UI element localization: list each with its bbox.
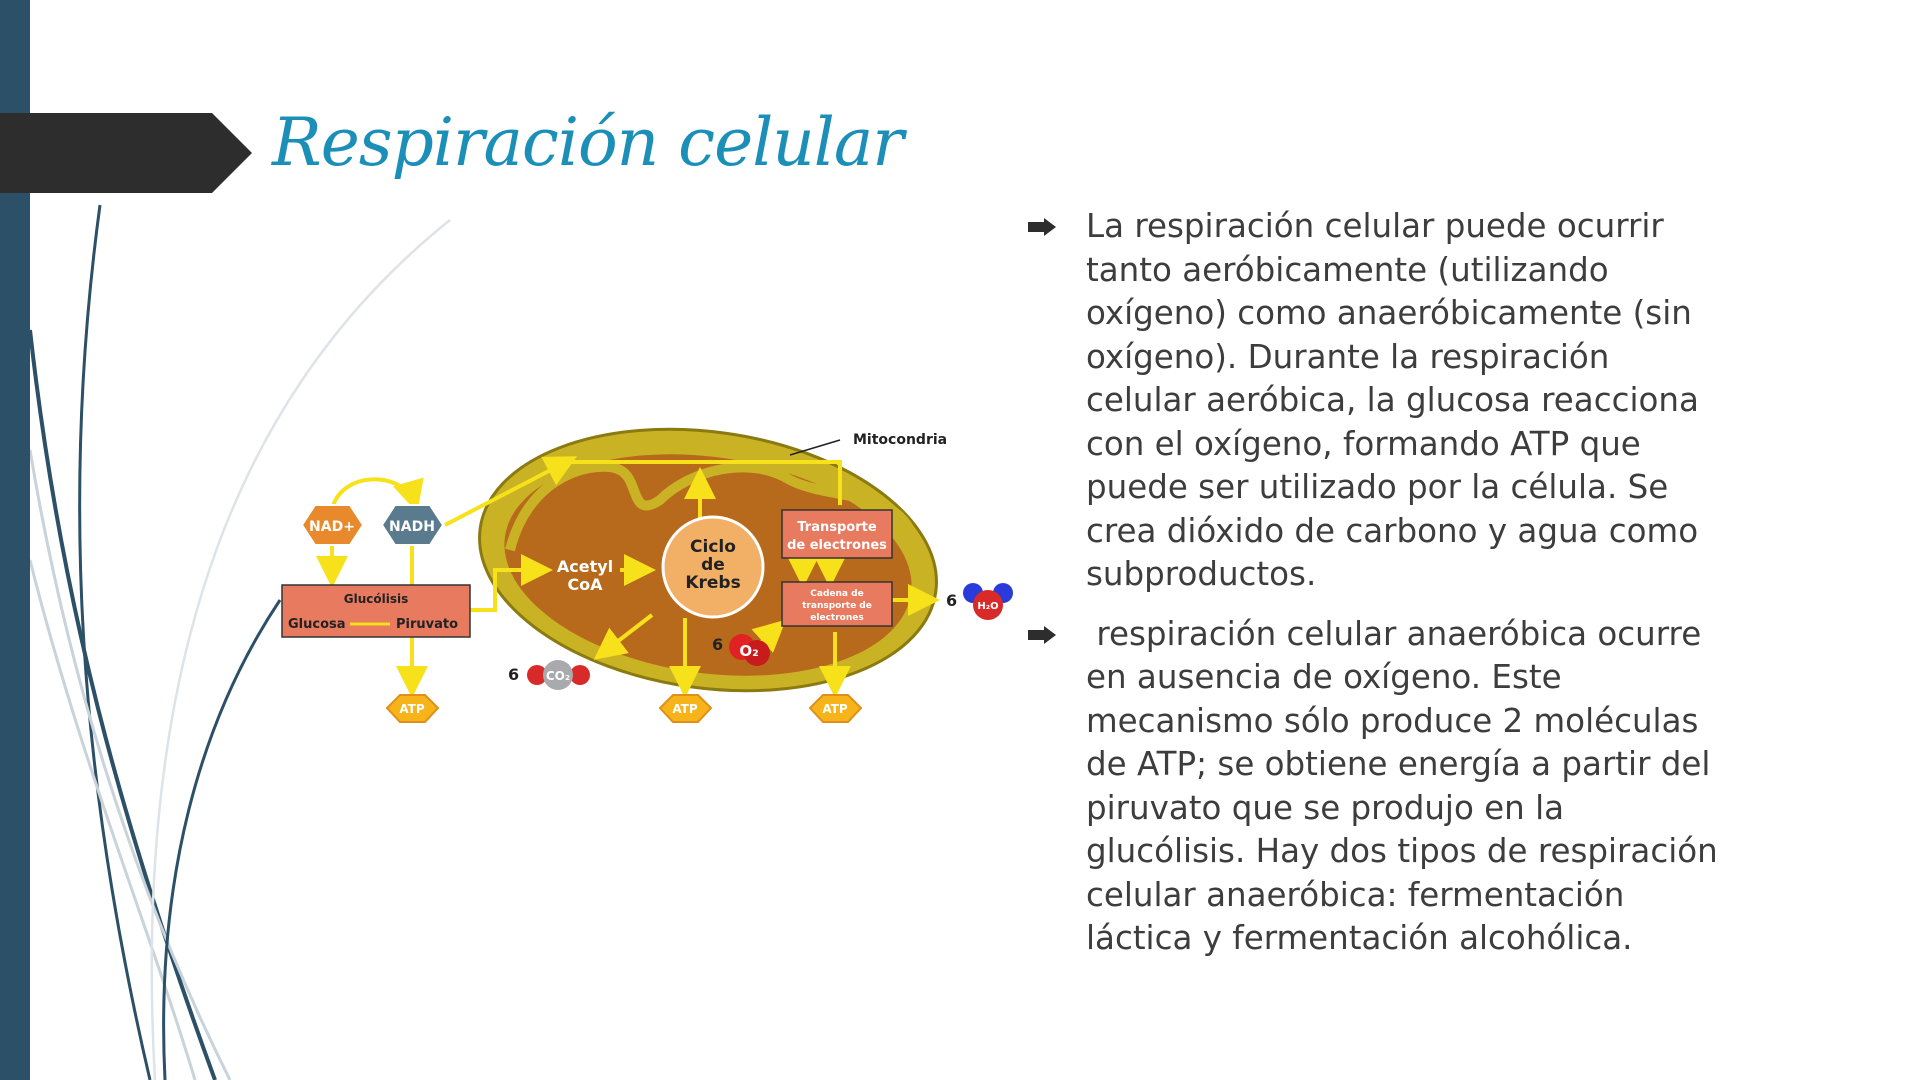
bullet-line: crea dióxido de carbono y agua como [1086,511,1699,550]
bullet-line: tanto aeróbicamente (utilizando [1086,250,1609,289]
o2-label: O₂ [739,642,758,660]
bullet-line: celular aeróbica, la glucosa reacciona [1086,381,1699,419]
arrow-right-icon [1028,218,1056,236]
slide-title: Respiración celular [272,104,904,181]
atp-label-1: ATP [399,702,425,716]
mitocondria-label: Mitocondria [853,432,947,448]
bullet-line: subproductos. [1086,555,1317,593]
transporte-box: Transporte de electrones [781,509,893,559]
cadena-label-1: Cadena de [810,589,863,599]
bullet-anaerobic: respiración celular anaeróbica ocurre en… [1028,613,1748,961]
bullet-line: oxígeno). Durante la respiración [1086,337,1610,376]
transporte-label-2: de electrones [787,538,887,553]
krebs-label-2: de [701,555,725,575]
bullet-line: en ausencia de oxígeno. Este [1086,658,1562,696]
bullet-line: piruvato que se produjo en la [1086,788,1565,827]
nad-plus-label: NAD+ [309,519,355,535]
krebs-label-3: Krebs [685,573,740,593]
atp-label-2: ATP [672,702,698,716]
cellular-respiration-diagram: Mitocondria NAD+ NADH Glucólisis Glucosa… [281,427,1013,723]
co2-molecule: 6 CO₂ [508,660,590,690]
cadena-box: Cadena de transporte de electrones [781,581,893,627]
cadena-label-3: electrones [810,613,863,623]
co2-label: CO₂ [546,669,570,683]
decorative-curves [28,204,451,1080]
bullet-line: oxígeno) como anaeróbicamente (sin [1086,294,1692,332]
h2o-molecule: 6 H₂O [946,583,1013,620]
transporte-label-1: Transporte [797,520,876,535]
coa-label: CoA [567,575,603,594]
glucolisis-box: Glucólisis Glucosa Piruvato [281,584,471,638]
piruvato-label: Piruvato [396,617,458,632]
h2o-label: H₂O [977,601,998,612]
bullet-line: puede ser utilizado por la célula. Se [1086,468,1669,506]
co2-count: 6 [508,665,519,684]
atp-badge-transporte: ATP [808,694,863,723]
krebs-cycle-circle: Ciclo de Krebs [661,515,765,619]
bullet-list: La respiración celular puede ocurrir tan… [1028,205,1748,977]
bullet-line: de ATP; se obtiene energía a partir del [1086,745,1711,783]
atp-badge-glucolisis: ATP [385,694,440,723]
bullet-line: celular anaeróbica: fermentación [1086,875,1625,914]
bullet-line: láctica y fermentación alcohólica. [1086,919,1633,957]
glucosa-label: Glucosa [288,617,346,632]
bullet-line: mecanismo sólo produce 2 moléculas [1086,701,1699,740]
h2o-count: 6 [946,591,957,610]
krebs-label-1: Ciclo [690,537,736,557]
bullet-line: glucólisis. Hay dos tipos de respiración [1086,832,1718,870]
atp-badge-krebs: ATP [658,694,713,723]
cadena-label-2: transporte de [802,601,872,611]
nad-plus-hexagon: NAD+ [300,504,365,546]
o2-count: 6 [712,635,723,654]
nadh-label: NADH [389,519,435,535]
atp-label-3: ATP [822,702,848,716]
o2-molecule: 6 O₂ [712,634,770,666]
glucolisis-label: Glucólisis [344,592,409,606]
bullet-aerobic: La respiración celular puede ocurrir tan… [1028,205,1748,597]
bullet-line: respiración celular anaeróbica ocurre [1086,614,1702,653]
flow-arrows [316,456,940,698]
acetyl-label: Acetyl [557,557,613,576]
title-arrow-tab [0,113,252,193]
bullet-line: La respiración celular puede ocurrir [1086,207,1664,245]
nadh-hexagon: NADH [380,504,445,546]
bullet-line: con el oxígeno, formando ATP que [1086,424,1641,463]
arrow-right-icon [1028,625,1056,644]
